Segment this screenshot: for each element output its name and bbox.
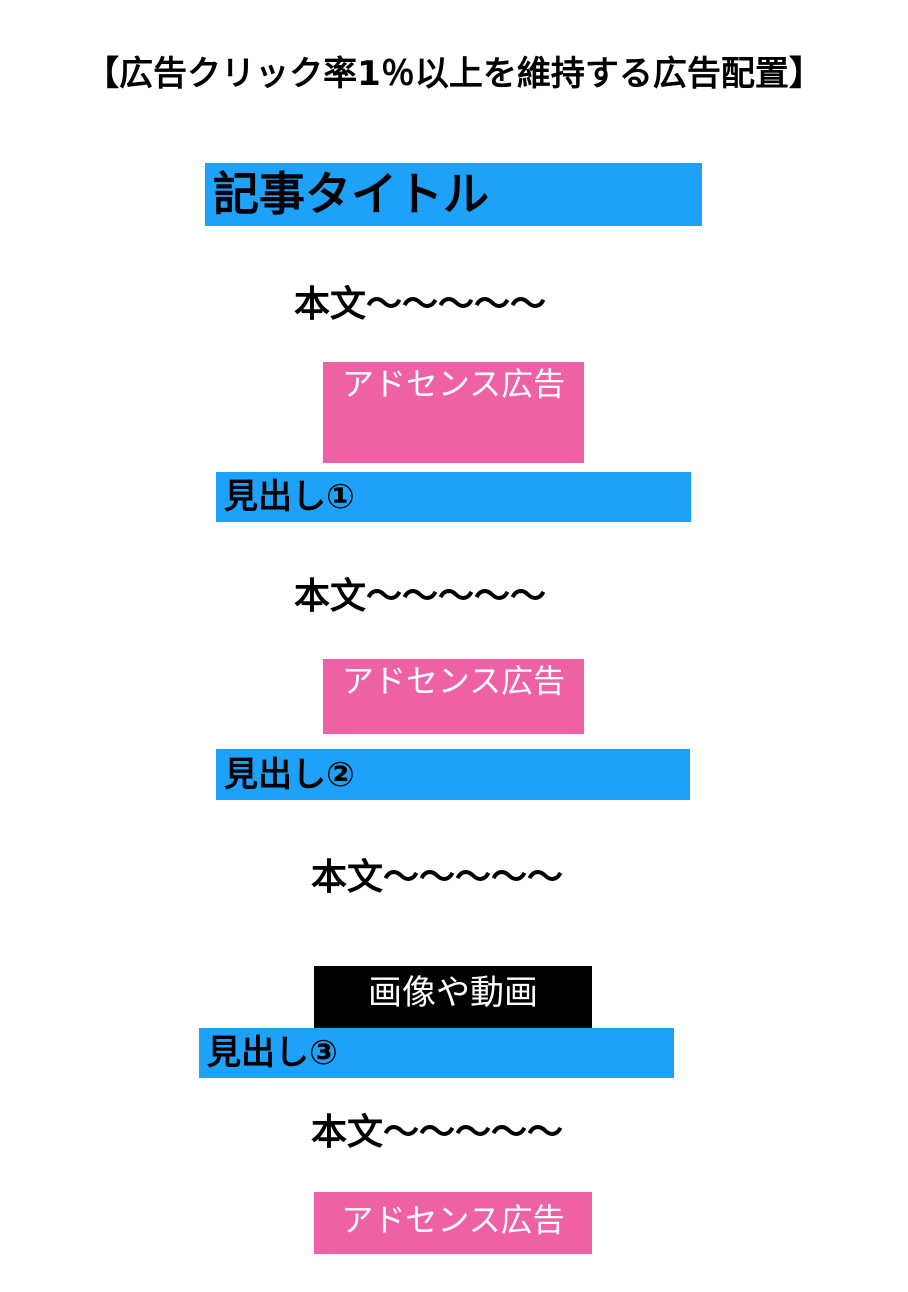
article-title-label: 記事タイトル	[213, 167, 489, 221]
heading-2-label: 見出し②	[224, 755, 355, 795]
body-text-4: 本文〜〜〜〜〜	[311, 1112, 564, 1153]
body-text-1: 本文〜〜〜〜〜	[294, 284, 547, 325]
body-text-3: 本文〜〜〜〜〜	[311, 857, 564, 898]
heading-bar-1: 見出し①	[216, 472, 691, 522]
ad-box-3: アドセンス広告	[314, 1192, 592, 1254]
heading-bar-2: 見出し②	[216, 749, 690, 800]
page-title: 【広告クリック率1％以上を維持する広告配置】	[85, 54, 823, 94]
ad-box-1-label: アドセンス広告	[341, 365, 566, 403]
media-box-label: 画像や動画	[368, 973, 538, 1013]
media-box: 画像や動画	[314, 966, 592, 1028]
body-text-2: 本文〜〜〜〜〜	[294, 576, 547, 617]
ad-box-2: アドセンス広告	[323, 659, 584, 734]
ad-box-3-label: アドセンス広告	[341, 1201, 565, 1239]
ad-box-2-label: アドセンス広告	[341, 662, 566, 700]
heading-3-label: 見出し③	[207, 1033, 338, 1073]
ad-box-1: アドセンス広告	[323, 362, 584, 463]
heading-bar-3: 見出し③	[199, 1028, 674, 1078]
article-title-bar: 記事タイトル	[205, 163, 702, 226]
heading-1-label: 見出し①	[224, 477, 355, 517]
